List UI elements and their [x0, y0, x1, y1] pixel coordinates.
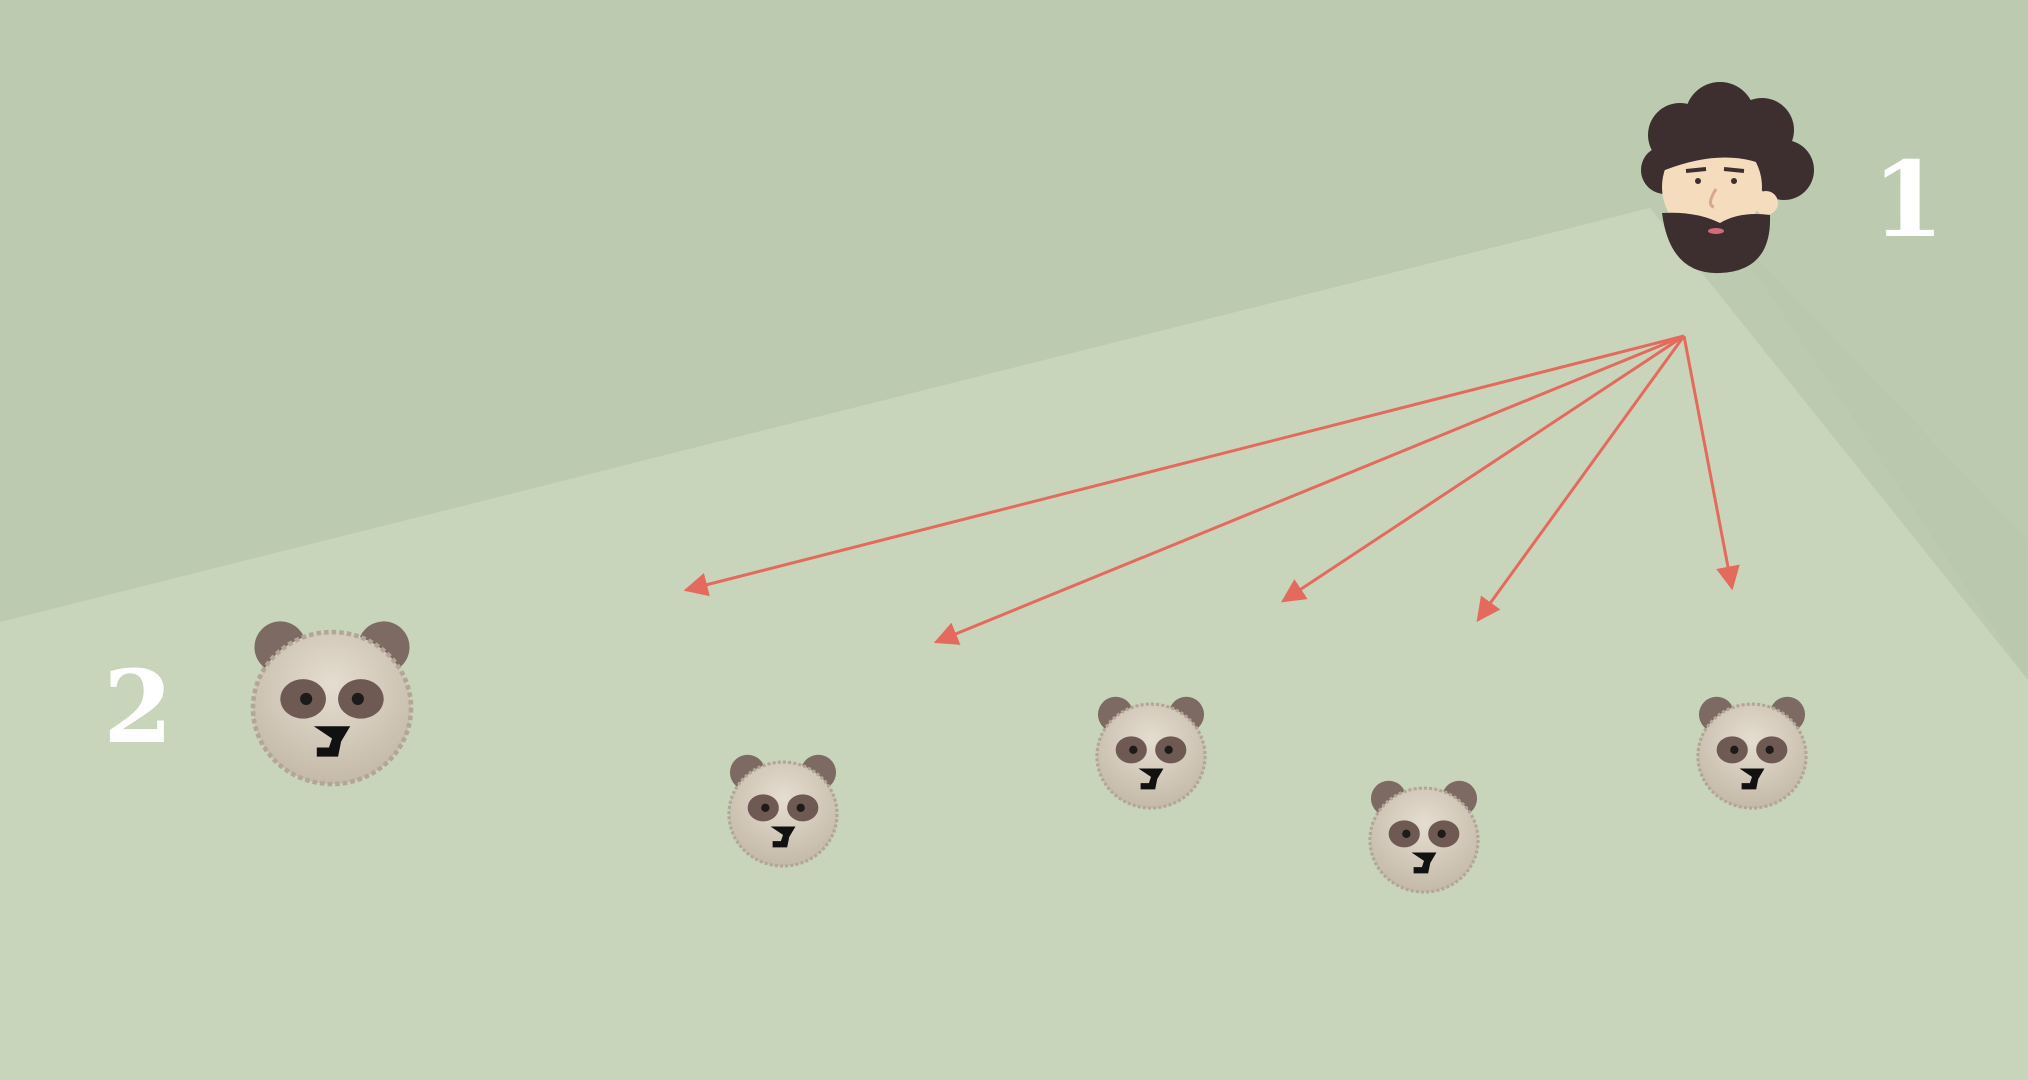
shot-arrow — [1280, 334, 1685, 603]
enemy-panda[interactable] — [1368, 779, 1480, 894]
bearded-man-icon — [1641, 82, 1814, 274]
enemy-panda[interactable] — [727, 753, 839, 868]
shot-arrow — [1682, 335, 1740, 591]
enemy-panda[interactable] — [1095, 695, 1207, 810]
light-wedge — [0, 208, 2028, 1080]
light-wedge-right — [1720, 220, 2028, 680]
shot-arrow — [1476, 335, 1686, 622]
shot-arrow — [933, 334, 1685, 645]
player-2-score: 2 — [103, 648, 173, 766]
player-1-avatar[interactable] — [1641, 82, 1814, 274]
enemy-panda[interactable] — [1696, 695, 1808, 810]
shot-arrow — [683, 334, 1685, 597]
shot-arrows — [683, 334, 1740, 645]
player-1-score: 1 — [1872, 138, 1944, 261]
player-2-avatar[interactable] — [253, 621, 411, 784]
